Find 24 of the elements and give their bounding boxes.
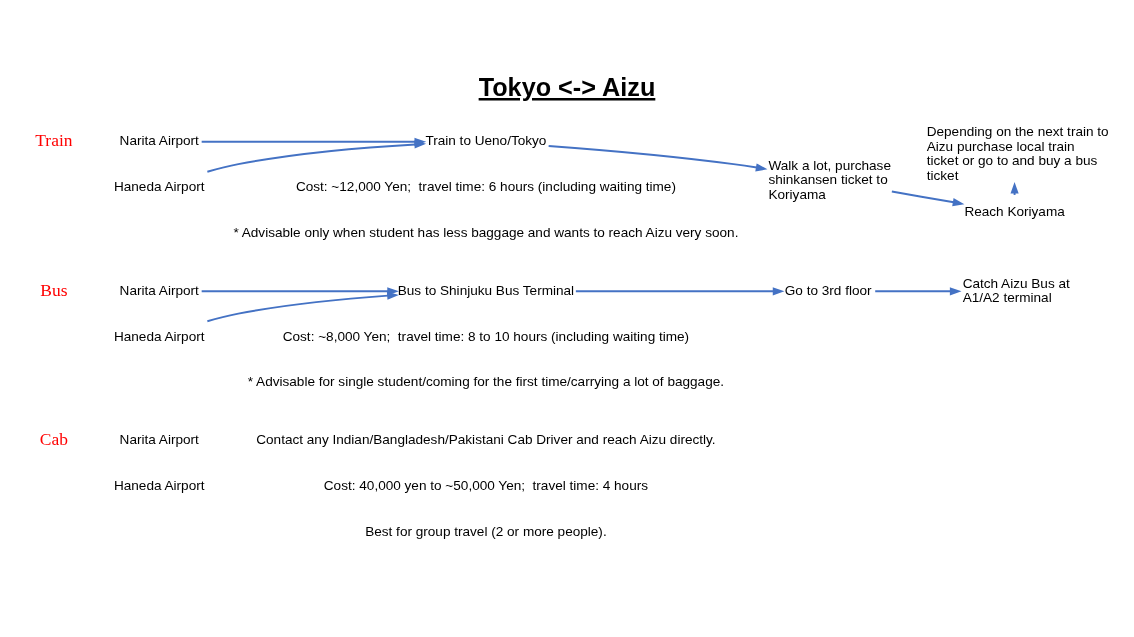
node-text: Narita Airport [119,132,199,148]
label: Cost: 40,000 yen to ~50,000 Yen; travel time: 4 hours [323,477,649,493]
node-text: Train to Ueno/Tokyo [425,132,547,148]
label: Cab [39,428,68,449]
label: Train [35,129,73,150]
label: * Advisable only when student has less baggage and wants to reach Aizu very soon. [233,224,739,240]
label: Contact any Indian/Bangladesh/Pakistani Cab Driver and reach Aizu directly. [256,431,716,447]
label: Cost: ~12,000 Yen; travel time: 6 hours (including waiting time) [295,178,676,194]
label: Best for group travel (2 or more people). [365,523,607,539]
label: * Advisable for single student/coming for the first time/carrying a lot of baggage. [247,373,725,389]
node-text: Depending on the next train to Aizu purchase local train ticket or go to and buy a bus ticket [926,123,1109,183]
node-text: Haneda Airport [113,178,205,194]
label: Haneda Airport [113,477,205,493]
node-text: Narita Airport [119,282,199,298]
node-text: Go to 3rd floor [784,282,872,298]
node-text: Walk a lot, purchase shinkansen ticket to Koriyama [768,157,891,202]
node-text: Catch Aizu Bus at A1/A2 terminal [962,275,1070,305]
node-text: Reach Koriyama [964,203,1065,219]
node-text: Bus to Shinjuku Bus Terminal [397,282,575,298]
label: Bus [40,279,68,300]
label: Narita Airport [119,431,199,447]
node-text: Haneda Airport [113,328,205,344]
label: Cost: ~8,000 Yen; travel time: 8 to 10 hours (including waiting time) [282,328,690,344]
diagram-title: Tokyo <-> Aizu [478,72,656,101]
